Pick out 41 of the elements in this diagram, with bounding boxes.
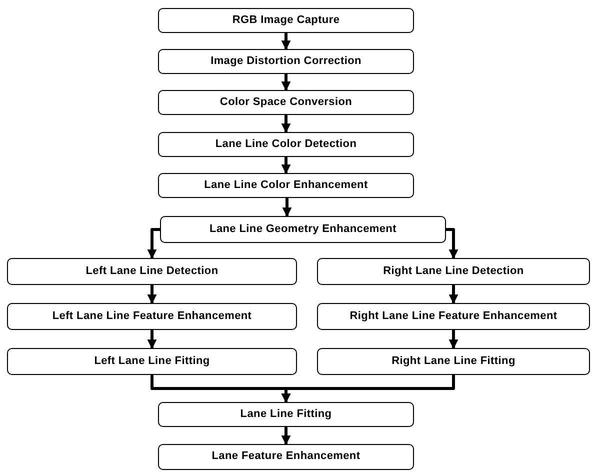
- arrow: [147, 330, 157, 349]
- process-box: [7, 303, 297, 330]
- process-box: [158, 8, 414, 33]
- box-label: Image Distortion Correction: [210, 54, 362, 68]
- arrow: [281, 33, 291, 50]
- arrow: [281, 115, 291, 133]
- arrow: [147, 285, 157, 304]
- box-label: Right Lane Line Fitting: [392, 354, 516, 368]
- box-label: Lane Line Geometry Enhancement: [210, 222, 396, 236]
- box-label: Lane Line Color Detection: [215, 138, 357, 152]
- arrow: [281, 157, 291, 174]
- process-box: [158, 444, 414, 470]
- box-label: RGB Image Capture: [232, 14, 340, 28]
- arrow: [282, 198, 292, 217]
- process-box: [317, 348, 590, 375]
- box-label: Right Lane Line Detection: [383, 264, 524, 278]
- arrow: [281, 74, 291, 91]
- box-label: Right Lane Line Feature Enhancement: [350, 310, 558, 324]
- arrow: [281, 427, 291, 445]
- arrow: [281, 375, 455, 403]
- arrow: [448, 285, 458, 304]
- box-label: Lane Feature Enhancement: [212, 450, 360, 464]
- process-box: [158, 402, 414, 427]
- process-box: [158, 173, 414, 198]
- box-label: Left Lane Line Detection: [86, 264, 218, 278]
- process-box: [317, 303, 590, 330]
- process-box: [160, 216, 446, 243]
- box-label: Color Space Conversion: [220, 96, 352, 110]
- process-box: [317, 258, 590, 285]
- process-box: [158, 49, 414, 74]
- box-label: Left Lane Line Fitting: [94, 354, 210, 368]
- process-box: [7, 348, 297, 375]
- process-box: [158, 90, 414, 115]
- box-label: Left Lane Line Feature Enhancement: [52, 310, 252, 324]
- process-box: [7, 258, 297, 285]
- box-label: Lane Line Fitting: [240, 408, 332, 422]
- arrow: [448, 330, 458, 349]
- arrow: [147, 228, 160, 259]
- arrow: [446, 228, 458, 259]
- process-box: [158, 132, 414, 157]
- box-label: Lane Line Color Enhancement: [204, 178, 368, 192]
